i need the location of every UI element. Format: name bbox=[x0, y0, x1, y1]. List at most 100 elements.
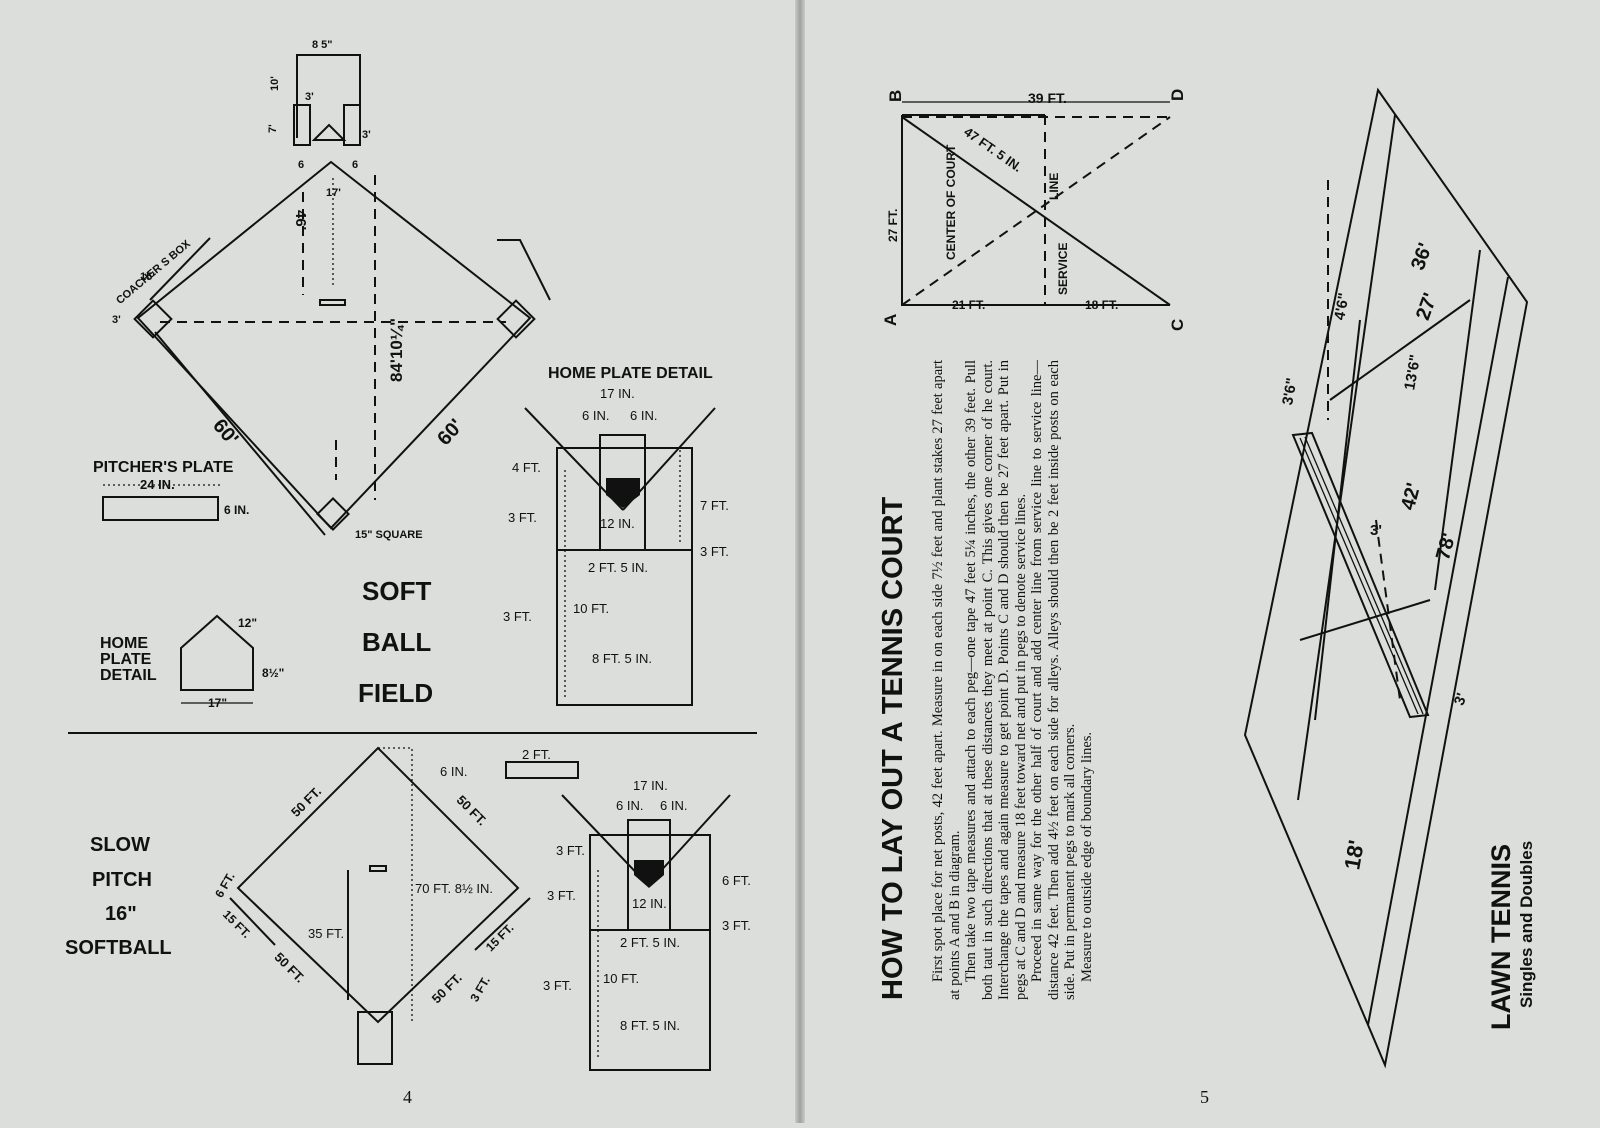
hpd1-3ft-c: 3 FT. bbox=[503, 609, 532, 624]
sp-plate-w: 6 IN. bbox=[440, 764, 467, 779]
softball-title: SOFT BALL FIELD bbox=[358, 576, 433, 708]
dim-3a: 3' bbox=[1370, 522, 1382, 539]
lawn-tennis-heading: LAWN TENNIS bbox=[1486, 844, 1516, 1030]
left-page: 8 5" 10' 3' 7' 3' 6 6 46' 17' 84'10¼" 60… bbox=[65, 39, 757, 1107]
sp-top-left: 50 FT. bbox=[288, 784, 324, 820]
page-number-left: 4 bbox=[403, 1087, 412, 1107]
service-label: SERVICE bbox=[1056, 243, 1070, 295]
slow-pitch-title: SLOW PITCH 16" SOFTBALL bbox=[65, 834, 172, 959]
dim-21ft: 21 FT. bbox=[952, 298, 985, 312]
pitchers-plate-title: PITCHER'S PLATE bbox=[93, 459, 234, 476]
tennis-text-block: HOW TO LAY OUT A TENNIS COURT First spot… bbox=[877, 360, 1095, 1000]
home-plate-detail-2: 17 IN. 6 IN. 6 IN. 3 FT. 3 FT. 6 FT. 12 … bbox=[543, 778, 751, 1071]
dim-3-6: 3'6" bbox=[1279, 377, 1300, 407]
lawn-tennis-title: LAWN TENNIS Singles and Doubles bbox=[1486, 841, 1536, 1030]
page-number-right: 5 bbox=[1200, 1087, 1209, 1107]
home-plate-title1: HOME bbox=[100, 635, 148, 652]
slow-pitch-line4: SOFTBALL bbox=[65, 937, 172, 959]
hpd1-6a: 6 IN. bbox=[582, 408, 609, 423]
dim-39ft: 39 FT. bbox=[1028, 90, 1067, 106]
backstop-depth: 10' bbox=[269, 76, 281, 91]
hpd2-3ft-b: 3 FT. bbox=[547, 888, 576, 903]
dim-18: 18' bbox=[1339, 838, 1369, 872]
baseline-right: 60' bbox=[433, 415, 467, 450]
softball-title-line2: BALL bbox=[362, 627, 431, 657]
pitchers-plate-length: 24 IN. bbox=[140, 477, 175, 492]
book-gutter bbox=[795, 0, 805, 1123]
dim-36: 36' bbox=[1407, 240, 1437, 273]
home-square: 15" SQUARE bbox=[355, 529, 423, 541]
hpd2-12in: 12 IN. bbox=[632, 896, 667, 911]
hpd2-3ft-a: 3 FT. bbox=[556, 843, 585, 858]
dim-18ft: 18 FT. bbox=[1085, 298, 1118, 312]
point-c: C bbox=[1168, 319, 1187, 331]
pitchers-plate-detail: PITCHER'S PLATE 24 IN. 6 IN. bbox=[93, 459, 249, 521]
tennis-layout-diagram: B A C D 39 FT. 27 FT. 47 FT. 5 IN. 21 FT… bbox=[881, 89, 1187, 331]
dim-3b: 3' bbox=[1451, 691, 1471, 708]
plate-offset: 17' bbox=[326, 187, 341, 199]
center-of-court: CENTER OF COURT bbox=[944, 144, 958, 260]
pitchers-plate-width: 6 IN. bbox=[224, 503, 249, 517]
point-b: B bbox=[886, 90, 905, 102]
dim-4-6: 4'6" bbox=[1331, 292, 1352, 322]
hpd2-6b: 6 IN. bbox=[660, 798, 687, 813]
hpd2-10ft: 10 FT. bbox=[603, 971, 639, 986]
dim-47ft: 47 FT. 5 IN. bbox=[961, 124, 1025, 175]
lawn-tennis-subtitle: Singles and Doubles bbox=[1517, 841, 1536, 1008]
home-plate-small: HOME PLATE DETAIL 12" 8½" 17" bbox=[100, 614, 284, 710]
hpd1-17: 17 IN. bbox=[600, 386, 635, 401]
backstop-right-offset: 6 bbox=[352, 159, 358, 171]
sp-diag: 70 FT. 8½ IN. bbox=[415, 881, 493, 896]
slow-pitch-line2: PITCH bbox=[92, 869, 152, 891]
hpd1-8ft5in: 8 FT. 5 IN. bbox=[592, 651, 652, 666]
line-label: LINE bbox=[1047, 173, 1061, 200]
hpd1-2ft5in: 2 FT. 5 IN. bbox=[588, 560, 648, 575]
lawn-tennis-court: 36' 27' 4'6" 13'6" 42' 78' 3' 3'6" 3' 18… bbox=[1243, 87, 1529, 1069]
hpd1-3ft-a: 3 FT. bbox=[508, 510, 537, 525]
sp-bottom-left: 50 FT. bbox=[272, 949, 308, 985]
backstop-side: 7' bbox=[267, 124, 279, 133]
hpd1-12in: 12 IN. bbox=[600, 516, 635, 531]
hpd1-7ft: 7 FT. bbox=[700, 498, 729, 513]
baseline-left: 60' bbox=[208, 415, 242, 450]
sp-right-3: 3 FT. bbox=[467, 974, 492, 1004]
sp-left-15: 15 FT. bbox=[220, 907, 253, 940]
dim-13-6: 13'6" bbox=[1401, 353, 1424, 391]
home-to-second: 84'10¼" bbox=[387, 318, 406, 382]
sp-plate-l: 2 FT. bbox=[522, 747, 551, 762]
paragraph-4: Measure to outside edge of boundary line… bbox=[1078, 731, 1095, 982]
slow-pitch-line3: 16" bbox=[105, 903, 137, 925]
pitch-distance: 46' bbox=[292, 210, 309, 230]
slow-pitch-line1: SLOW bbox=[90, 834, 150, 856]
hpd1-10ft: 10 FT. bbox=[573, 601, 609, 616]
home-plate-title3: DETAIL bbox=[100, 667, 157, 684]
hpd1-title: HOME PLATE DETAIL bbox=[548, 365, 713, 382]
dim-42: 42' bbox=[1397, 481, 1425, 513]
hpd2-6ft: 6 FT. bbox=[722, 873, 751, 888]
coach-3: 3' bbox=[112, 314, 121, 326]
tennis-paragraphs: First spot place for net posts, 42 feet … bbox=[930, 360, 1095, 1000]
hpd1-6b: 6 IN. bbox=[630, 408, 657, 423]
paragraph-2: Then take two tape measures and attach t… bbox=[963, 360, 1029, 1000]
paragraph-3: Proceed in same way for the other half o… bbox=[1029, 360, 1078, 1000]
sp-pitch: 35 FT. bbox=[308, 926, 344, 941]
sp-top-right: 50 FT. bbox=[454, 792, 490, 828]
backstop-left-offset: 6 bbox=[298, 159, 304, 171]
paragraph-1: First spot place for net posts, 42 feet … bbox=[930, 360, 963, 1000]
softball-title-line1: SOFT bbox=[362, 576, 431, 606]
coach-15: 15' bbox=[140, 271, 155, 283]
hpd1-4ft: 4 FT. bbox=[512, 460, 541, 475]
right-page: B A C D 39 FT. 27 FT. 47 FT. 5 IN. 21 FT… bbox=[877, 87, 1536, 1107]
hpd2-8ft5in: 8 FT. 5 IN. bbox=[620, 1018, 680, 1033]
plate-width: 17" bbox=[208, 696, 227, 710]
home-plate-title2: PLATE bbox=[100, 651, 152, 668]
hpd2-3ft-c: 3 FT. bbox=[722, 918, 751, 933]
hpd2-3ft-d: 3 FT. bbox=[543, 978, 572, 993]
hpd2-6a: 6 IN. bbox=[616, 798, 643, 813]
hpd2-17: 17 IN. bbox=[633, 778, 668, 793]
dim-27: 27' bbox=[1412, 290, 1442, 323]
plate-height: 8½" bbox=[262, 666, 284, 680]
tennis-heading: HOW TO LAY OUT A TENNIS COURT bbox=[877, 496, 909, 1000]
